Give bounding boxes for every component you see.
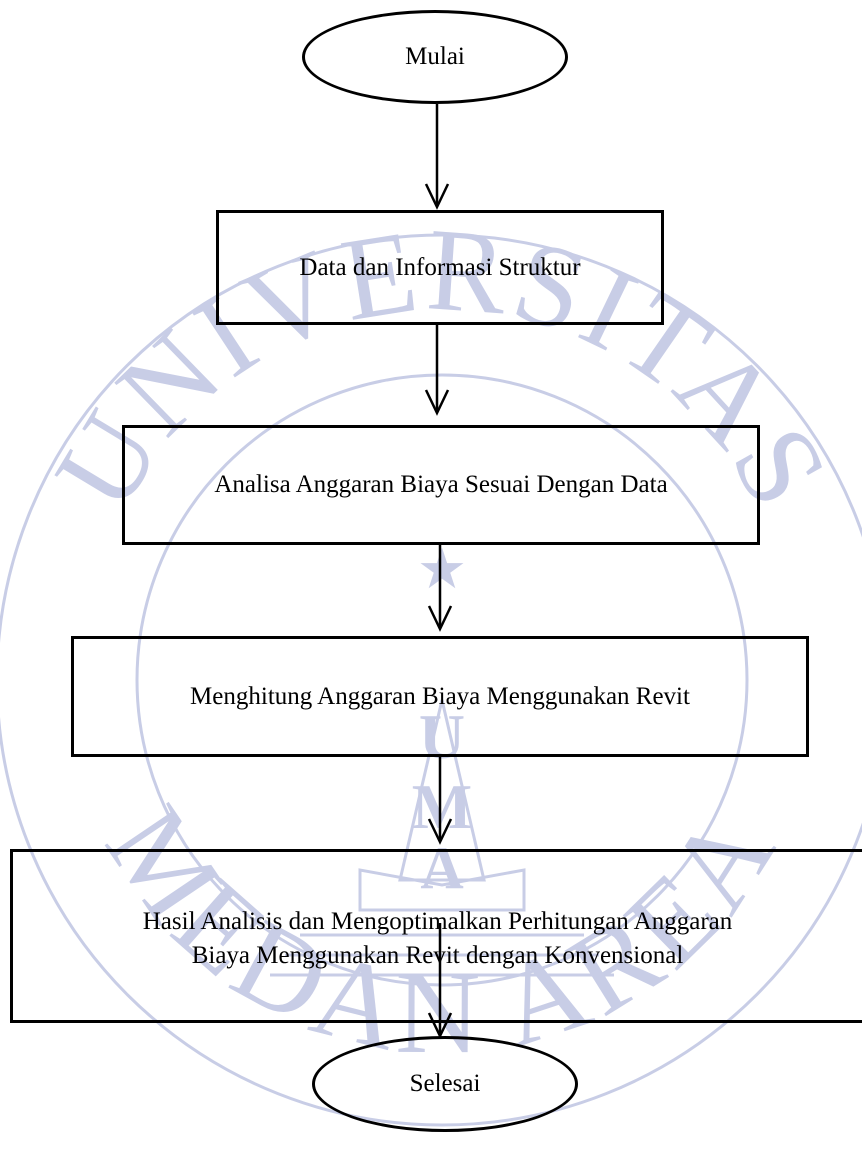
process-menghitung-anggaran: Menghitung Anggaran Biaya Menggunakan Re… [71,636,809,757]
process-label-line-2: Biaya Menggunakan Revit dengan Konvensio… [191,942,684,969]
end-label: Selesai [409,1070,481,1098]
process-label: Analisa Anggaran Biaya Sesuai Dengan Dat… [214,471,668,499]
process-label-block: Hasil Analisis dan Mengoptimalkan Perhit… [143,905,733,973]
arrow-step1-to-step2 [424,325,450,416]
process-label: Data dan Informasi Struktur [299,253,581,281]
process-analisa-anggaran: Analisa Anggaran Biaya Sesuai Dengan Dat… [122,425,760,545]
start-terminal: Mulai [302,10,568,104]
seal-letter-m: M [412,771,472,842]
start-label: Mulai [405,43,465,71]
seal-letter-a: A [420,835,463,901]
seal-letter-u: U [419,701,465,772]
process-label: Menghitung Anggaran Biaya Menggunakan Re… [190,682,690,710]
svg-text:★: ★ [417,539,467,601]
process-data-informasi-struktur: Data dan Informasi Struktur [216,210,664,325]
arrow-step3-to-step4 [427,757,453,845]
arrow-step2-to-step3 [427,545,453,632]
process-hasil-analisis: Hasil Analisis dan Mengoptimalkan Perhit… [10,849,862,1023]
end-terminal: Selesai [312,1036,578,1132]
arrow-start-to-step1 [424,104,450,210]
process-label-line-1: Hasil Analisis dan Mengoptimalkan Perhit… [142,908,733,936]
